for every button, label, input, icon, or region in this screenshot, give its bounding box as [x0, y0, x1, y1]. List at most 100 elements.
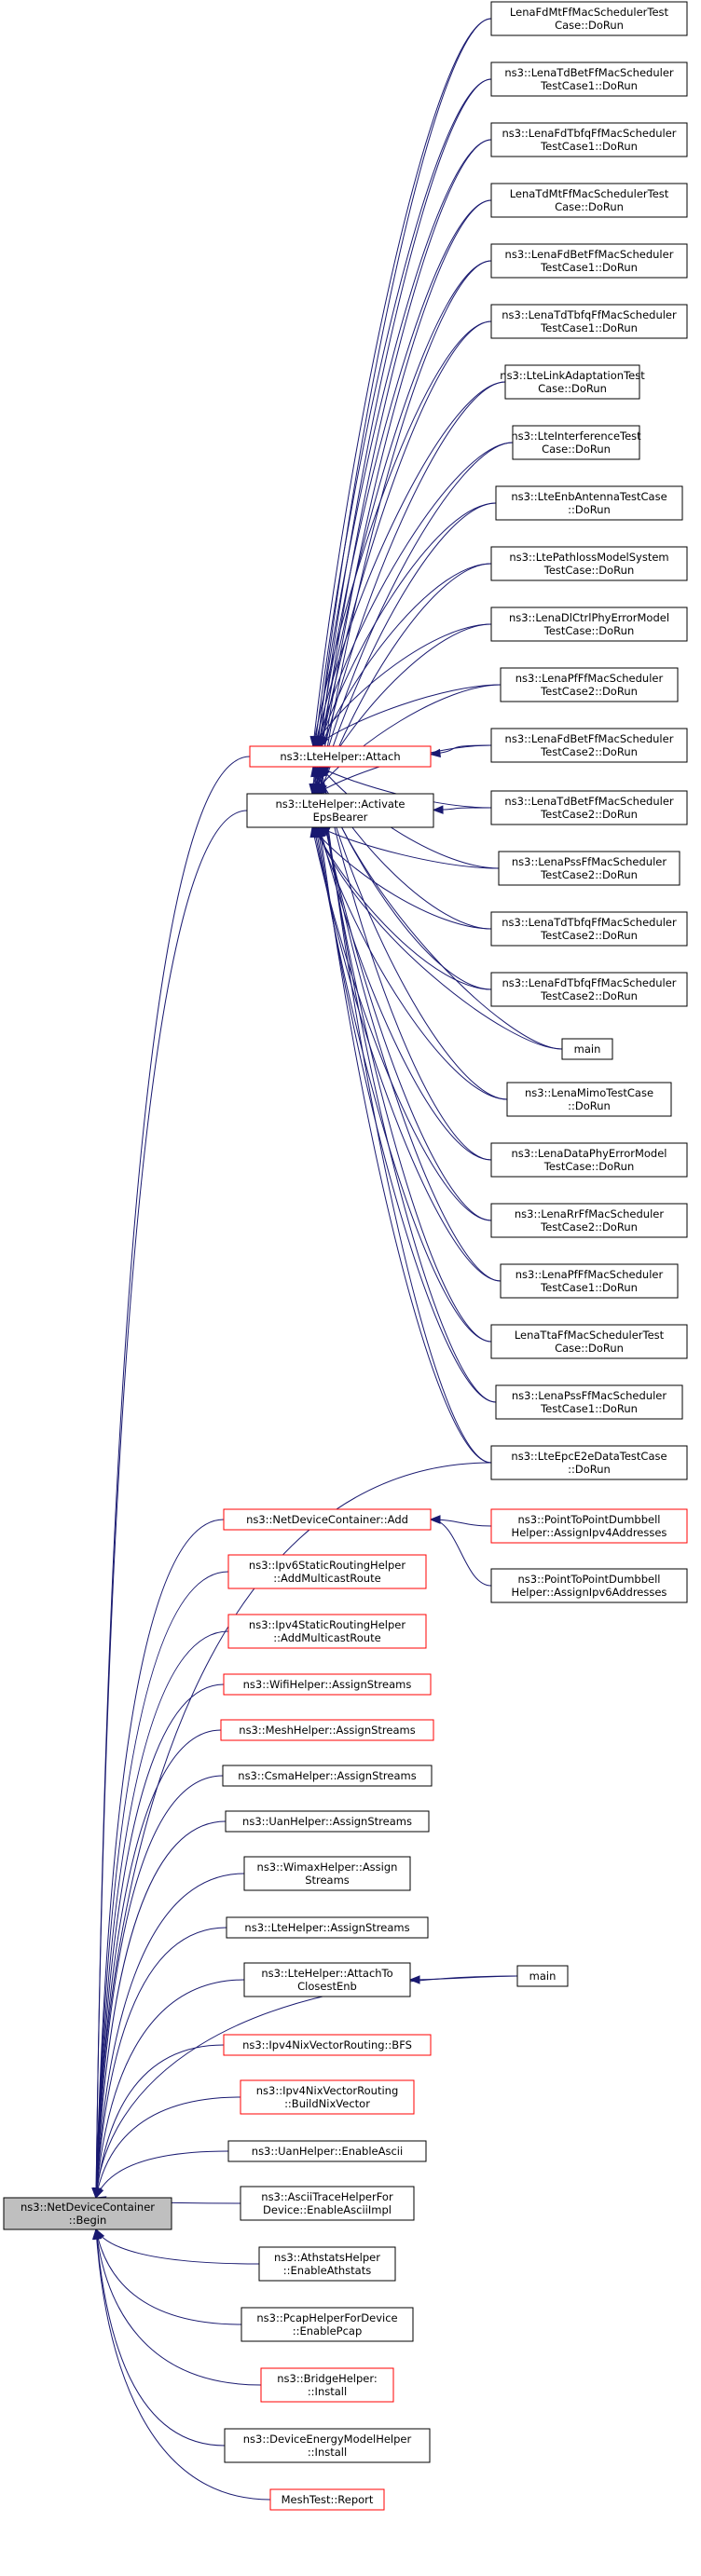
node-attach[interactable]: ns3::LteHelper::Attach	[249, 745, 432, 768]
node-r25[interactable]: ns3::LteEpcE2eDataTestCase::DoRun	[490, 1445, 688, 1480]
edge-line	[313, 78, 492, 795]
node-wimax[interactable]: ns3::WimaxHelper::AssignStreams	[243, 1856, 411, 1891]
node-r16[interactable]: ns3::LenaTdTbfqFfMacSchedulerTestCase2::…	[490, 911, 688, 947]
node-label: ::EnablePcap	[293, 2324, 363, 2337]
edge-line	[95, 1729, 222, 2199]
node-box	[495, 485, 683, 521]
edge-arrowhead	[429, 1515, 441, 1524]
node-box	[490, 122, 688, 157]
node-label: Streams	[305, 1874, 350, 1887]
edge-line	[319, 826, 492, 1464]
edge-line	[317, 826, 508, 1100]
edge-line	[320, 260, 492, 747]
edge-line	[318, 766, 508, 1100]
edge-arrowhead	[408, 1975, 420, 1984]
node-bridge[interactable]: ns3::BridgeHelper:::Install	[260, 2367, 394, 2403]
node-label: ns3::LenaPfFfMacScheduler	[515, 672, 664, 685]
node-r20[interactable]: ns3::LenaDataPhyErrorModelTestCase::DoRu…	[490, 1142, 688, 1178]
node-box	[240, 2079, 415, 2115]
node-label: ns3::LenaFdTbfqFfMacScheduler	[502, 976, 676, 989]
edge-line	[311, 320, 492, 795]
edge-line	[430, 1519, 492, 1587]
node-r22[interactable]: ns3::LenaPfFfMacSchedulerTestCase1::DoRu…	[500, 1263, 679, 1299]
edge-line	[317, 199, 492, 795]
node-athstats[interactable]: ns3::AthstatsHelper::EnableAthstats	[258, 2246, 396, 2282]
node-box	[490, 1324, 688, 1359]
node-root[interactable]: ns3::NetDeviceContainer::Begin	[3, 2197, 172, 2230]
node-p2pv4[interactable]: ns3::PointToPointDumbbellHelper::AssignI…	[490, 1508, 688, 1544]
node-r24[interactable]: ns3::LenaPssFfMacSchedulerTestCase1::DoR…	[495, 1384, 683, 1420]
node-uanascii[interactable]: ns3::UanHelper::EnableAscii	[227, 2140, 427, 2162]
node-r21[interactable]: ns3::LenaRrFfMacSchedulerTestCase2::DoRu…	[490, 1203, 688, 1238]
node-label: ns3::PointToPointDumbbell	[518, 1573, 661, 1586]
node-meshtest[interactable]: MeshTest::Report	[269, 2488, 385, 2511]
edge-arrowhead	[95, 2187, 104, 2200]
node-wifi[interactable]: ns3::WifiHelper::AssignStreams	[223, 1673, 432, 1696]
node-label: ns3::UanHelper::EnableAscii	[252, 2145, 403, 2158]
node-label: ns3::WimaxHelper::Assign	[257, 1860, 398, 1874]
node-box	[226, 1916, 429, 1939]
node-label: ns3::BridgeHelper:	[277, 2372, 378, 2385]
edge-arrowhead	[432, 805, 444, 814]
node-box	[260, 2367, 394, 2403]
node-ipv6static[interactable]: ns3::Ipv6StaticRoutingHelper::AddMultica…	[227, 1554, 427, 1589]
node-asciitrace[interactable]: ns3::AsciiTraceHelperForDevice::EnableAs…	[240, 2186, 415, 2221]
node-main1[interactable]: main	[561, 1038, 613, 1060]
node-r10[interactable]: ns3::LtePathlossModelSystemTestCase::DoR…	[490, 546, 688, 581]
node-label: TestCase2::DoRun	[540, 1220, 638, 1233]
node-box	[506, 1082, 672, 1117]
node-bfs[interactable]: ns3::Ipv4NixVectorRouting::BFS	[223, 2034, 432, 2056]
edge-line	[95, 2096, 241, 2199]
node-r13[interactable]: ns3::LenaFdBetFfMacSchedulerTestCase2::D…	[490, 728, 688, 763]
edge-line	[95, 1927, 227, 2199]
node-r12[interactable]: ns3::LenaPfFfMacSchedulerTestCase2::DoRu…	[500, 667, 679, 702]
node-r3[interactable]: ns3::LenaFdTbfqFfMacSchedulerTestCase1::…	[490, 122, 688, 157]
node-uan[interactable]: ns3::UanHelper::AssignStreams	[225, 1810, 430, 1833]
node-mesh[interactable]: ns3::MeshHelper::AssignStreams	[220, 1719, 434, 1741]
node-pcap[interactable]: ns3::PcapHelperForDevice::EnablePcap	[241, 2307, 414, 2342]
node-label: ::EnableAthstats	[283, 2264, 371, 2277]
node-p2pv6[interactable]: ns3::PointToPointDumbbellHelper::AssignI…	[490, 1568, 688, 1603]
node-csma[interactable]: ns3::CsmaHelper::AssignStreams	[222, 1765, 433, 1787]
edge-line	[319, 260, 492, 795]
node-box	[490, 61, 688, 97]
node-r17[interactable]: ns3::LenaFdTbfqFfMacSchedulerTestCase2::…	[490, 972, 688, 1007]
edge-r20-to-activate	[317, 825, 492, 1161]
node-box	[225, 1810, 430, 1833]
node-r2[interactable]: ns3::LenaTdBetFfMacSchedulerTestCase1::D…	[490, 61, 688, 97]
node-main2[interactable]: main	[516, 1965, 569, 1987]
edge-line	[95, 2228, 271, 2501]
edge-arrowhead	[314, 784, 327, 795]
node-r6[interactable]: ns3::LenaTdTbfqFfMacSchedulerTestCase1::…	[490, 304, 688, 339]
node-label: TestCase1::DoRun	[540, 321, 638, 334]
node-ipv4static[interactable]: ns3::Ipv4StaticRoutingHelper::AddMultica…	[227, 1614, 427, 1649]
node-box	[223, 1508, 432, 1531]
node-ndcadd[interactable]: ns3::NetDeviceContainer::Add	[223, 1508, 432, 1531]
node-label: ::Install	[308, 2385, 347, 2398]
node-r14[interactable]: ns3::LenaTdBetFfMacSchedulerTestCase2::D…	[490, 790, 688, 825]
node-lteas[interactable]: ns3::LteHelper::AssignStreams	[226, 1916, 429, 1939]
node-label: ::AddMulticastRoute	[273, 1631, 380, 1644]
node-label: TestCase2::DoRun	[540, 745, 638, 758]
node-r5[interactable]: ns3::LenaFdBetFfMacSchedulerTestCase1::D…	[490, 243, 688, 279]
node-label: ns3::Ipv4StaticRoutingHelper	[249, 1618, 405, 1631]
node-r11[interactable]: ns3::LenaDlCtrlPhyErrorModelTestCase::Do…	[490, 607, 688, 642]
edge-r15-to-activate	[318, 826, 500, 869]
node-energy[interactable]: ns3::DeviceEnergyModelHelper::Install	[224, 2428, 431, 2463]
edge-line	[315, 139, 492, 795]
node-box	[246, 793, 434, 828]
node-label: ns3::Ipv4NixVectorRouting::BFS	[242, 2038, 412, 2051]
node-r9[interactable]: ns3::LteEnbAntennaTestCase::DoRun	[495, 485, 683, 521]
node-label: TestCase::DoRun	[543, 624, 634, 637]
edge-r7-to-activate	[311, 381, 506, 796]
node-buildnix[interactable]: ns3::Ipv4NixVectorRouting::BuildNixVecto…	[240, 2079, 415, 2115]
node-r15[interactable]: ns3::LenaPssFfMacSchedulerTestCase2::DoR…	[498, 851, 680, 886]
node-r19[interactable]: ns3::LenaMimoTestCase::DoRun	[506, 1082, 672, 1117]
